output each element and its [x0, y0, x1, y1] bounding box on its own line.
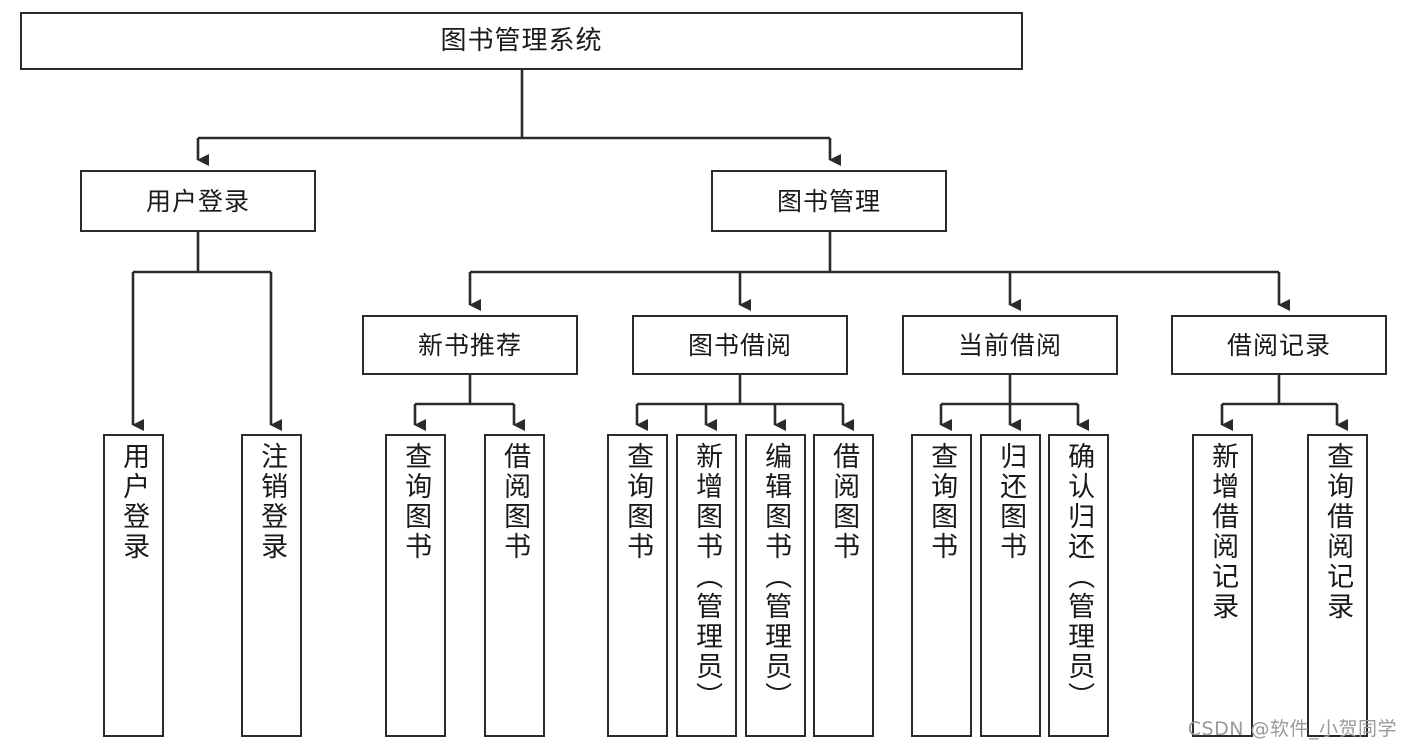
node-leaf-add-book-label: 新增图书（管理员）: [691, 442, 723, 712]
node-leaf-confirm-return-label: 确认归还（管理员）: [1063, 442, 1095, 712]
node-leaf-query-book-1[interactable]: 查询图书: [385, 434, 446, 737]
node-leaf-user-login-label: 用户登录: [118, 442, 150, 562]
node-leaf-add-book[interactable]: 新增图书（管理员）: [676, 434, 737, 737]
node-leaf-borrow-book-1[interactable]: 借阅图书: [484, 434, 545, 737]
node-leaf-user-login[interactable]: 用户登录: [103, 434, 164, 737]
node-leaf-query-book-3[interactable]: 查询图书: [911, 434, 972, 737]
node-leaf-logout-login-label: 注销登录: [256, 442, 288, 562]
node-user-login-label: 用户登录: [145, 186, 250, 216]
node-book-borrow-label: 图书借阅: [687, 330, 792, 360]
node-leaf-query-record-label: 查询借阅记录: [1322, 442, 1354, 622]
node-leaf-edit-book-label: 编辑图书（管理员）: [760, 442, 792, 712]
node-root-label: 图书管理系统: [440, 26, 603, 56]
node-leaf-query-book-2[interactable]: 查询图书: [607, 434, 668, 737]
node-book-manage-label: 图书管理: [776, 186, 881, 216]
node-new-book-recommend[interactable]: 新书推荐: [362, 315, 578, 375]
node-leaf-query-record[interactable]: 查询借阅记录: [1307, 434, 1368, 737]
node-borrow-record[interactable]: 借阅记录: [1171, 315, 1387, 375]
node-leaf-query-book-3-label: 查询图书: [926, 442, 958, 562]
node-leaf-add-record[interactable]: 新增借阅记录: [1192, 434, 1253, 737]
node-user-login[interactable]: 用户登录: [80, 170, 316, 232]
node-borrow-record-label: 借阅记录: [1226, 330, 1331, 360]
watermark: CSDN @软件_小贺同学: [1187, 718, 1397, 740]
node-leaf-confirm-return[interactable]: 确认归还（管理员）: [1048, 434, 1109, 737]
node-leaf-query-book-2-label: 查询图书: [622, 442, 654, 562]
node-leaf-query-book-1-label: 查询图书: [400, 442, 432, 562]
node-leaf-return-book[interactable]: 归还图书: [980, 434, 1041, 737]
node-leaf-return-book-label: 归还图书: [995, 442, 1027, 562]
node-leaf-borrow-book-1-label: 借阅图书: [499, 442, 531, 562]
node-leaf-add-record-label: 新增借阅记录: [1207, 442, 1239, 622]
node-leaf-edit-book[interactable]: 编辑图书（管理员）: [745, 434, 806, 737]
node-leaf-logout-login[interactable]: 注销登录: [241, 434, 302, 737]
node-book-borrow[interactable]: 图书借阅: [632, 315, 848, 375]
node-root[interactable]: 图书管理系统: [20, 12, 1023, 70]
node-new-book-recommend-label: 新书推荐: [417, 330, 522, 360]
node-leaf-borrow-book-2-label: 借阅图书: [828, 442, 860, 562]
node-book-manage[interactable]: 图书管理: [711, 170, 947, 232]
node-current-borrow-label: 当前借阅: [957, 330, 1062, 360]
node-current-borrow[interactable]: 当前借阅: [902, 315, 1118, 375]
node-leaf-borrow-book-2[interactable]: 借阅图书: [813, 434, 874, 737]
